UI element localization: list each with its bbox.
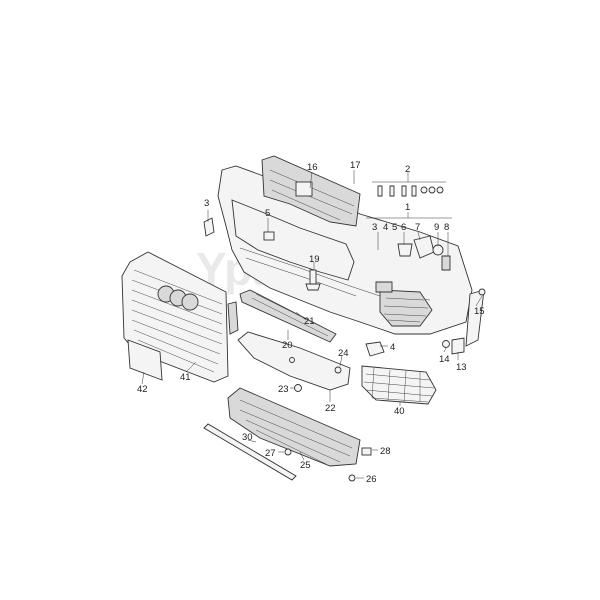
callout-8: 8 (444, 222, 449, 233)
bolt-19 (305, 269, 321, 291)
bumper-cover (217, 165, 473, 335)
undertray (227, 387, 361, 467)
screw-27 (284, 448, 292, 456)
callout-19: 19 (309, 254, 320, 265)
callout-25: 25 (300, 460, 311, 471)
callout-3-right: 3 (372, 222, 377, 233)
callout-labels: 16 17 2 3 5 1 3 4 5 6 7 9 8 19 15 21 20 … (137, 160, 485, 485)
callout-26: 26 (366, 474, 377, 485)
center-bar (239, 289, 337, 343)
callout-21: 21 (304, 316, 315, 327)
clip-4 (365, 341, 385, 357)
callout-1: 1 (405, 202, 410, 213)
lower-trim (237, 331, 351, 391)
screw-set (372, 181, 446, 197)
callout-5-left: 5 (265, 208, 270, 219)
callout-24: 24 (338, 348, 349, 359)
callout-7: 7 (415, 222, 420, 233)
callout-22: 22 (325, 403, 336, 414)
seal-strip (203, 423, 297, 481)
callout-14: 14 (439, 354, 450, 365)
callout-5-right: 5 (392, 222, 397, 233)
clip-28 (361, 447, 372, 456)
clip-24 (334, 366, 342, 374)
screw-26 (348, 474, 356, 482)
screw-23 (294, 384, 302, 392)
callout-2: 2 (405, 164, 410, 175)
callout-9: 9 (434, 222, 439, 233)
callout-15: 15 (474, 306, 485, 317)
callout-23: 23 (278, 384, 289, 395)
callout-27: 27 (265, 448, 276, 459)
callout-4-right: 4 (390, 342, 395, 353)
callout-13: 13 (456, 362, 467, 373)
callout-42: 42 (137, 384, 148, 395)
callout-28: 28 (380, 446, 391, 457)
callout-3-left: 3 (204, 198, 209, 209)
leader-lines (141, 170, 483, 479)
sensor-bracket-group (366, 217, 452, 271)
callout-4-top: 4 (383, 222, 388, 233)
mount-14-13 (442, 337, 465, 355)
callout-40: 40 (394, 406, 405, 417)
callout-17: 17 (350, 160, 361, 171)
callout-16: 16 (307, 162, 318, 173)
side-bracket-left (203, 217, 215, 237)
callout-41: 41 (180, 372, 191, 383)
callout-20: 20 (282, 340, 293, 351)
callout-6: 6 (401, 222, 406, 233)
license-plate (127, 339, 163, 381)
upper-bracket (261, 155, 361, 227)
clip-5 (263, 231, 275, 241)
fog-grille (361, 365, 437, 405)
side-bracket-right (465, 288, 486, 347)
callout-30: 30 (242, 432, 253, 443)
